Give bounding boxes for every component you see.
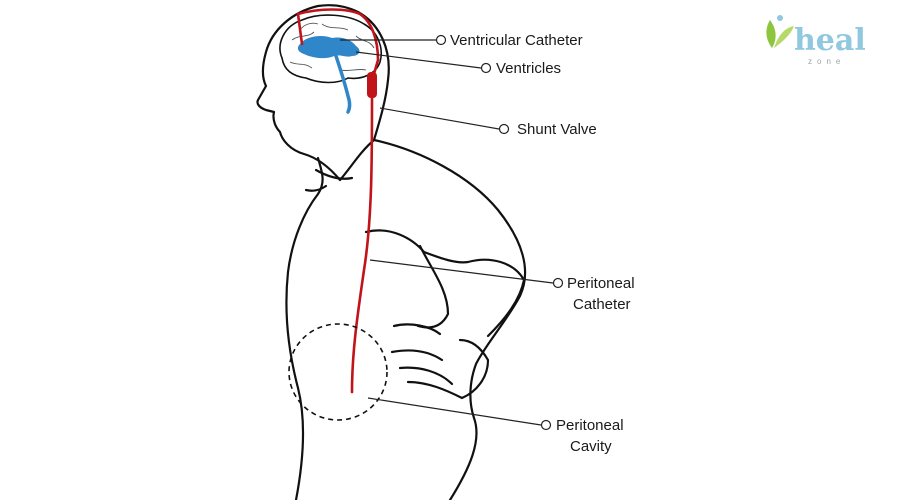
body-outline: [256, 4, 527, 500]
peritoneal-cavity-circle: [288, 323, 388, 421]
callout-ventricular-catheter: [435, 34, 447, 46]
label-peritoneal-cavity-line2: Cavity: [570, 438, 612, 455]
label-peritoneal-catheter-line2: Catheter: [573, 296, 631, 313]
callout-shunt-valve: [498, 123, 510, 135]
arm-outline: [364, 229, 526, 338]
logo-subtext: zone: [808, 57, 845, 66]
shunt-valve: [367, 72, 377, 98]
label-shunt-valve: Shunt Valve: [517, 121, 597, 138]
peritoneal-catheter-tube: [350, 94, 374, 394]
label-ventricular-catheter: Ventricular Catheter: [450, 32, 583, 49]
callout-peritoneal-catheter: [552, 277, 564, 289]
heal-zone-logo: heal zone: [766, 15, 866, 66]
shunt: [296, 8, 380, 394]
brain: [279, 14, 382, 114]
label-ventricles: Ventricles: [496, 60, 561, 77]
label-peritoneal-cavity-line1: Peritoneal: [556, 417, 624, 434]
hand-outline: [390, 323, 490, 400]
front-torso-outline: [285, 156, 324, 500]
logo-text: heal: [794, 23, 866, 58]
callout-ventricles: [480, 62, 492, 74]
ventricle-stem: [334, 54, 352, 114]
head-outline: [256, 4, 390, 182]
ventricles-shape: [297, 36, 360, 59]
leader-lines: [340, 39, 554, 426]
callout-peritoneal-cavity: [540, 419, 552, 431]
ventricular-catheter-tube: [296, 8, 380, 76]
label-peritoneal-catheter-line1: Peritoneal: [567, 275, 635, 292]
back-outline: [372, 138, 527, 500]
leaf-icon: [766, 15, 794, 48]
